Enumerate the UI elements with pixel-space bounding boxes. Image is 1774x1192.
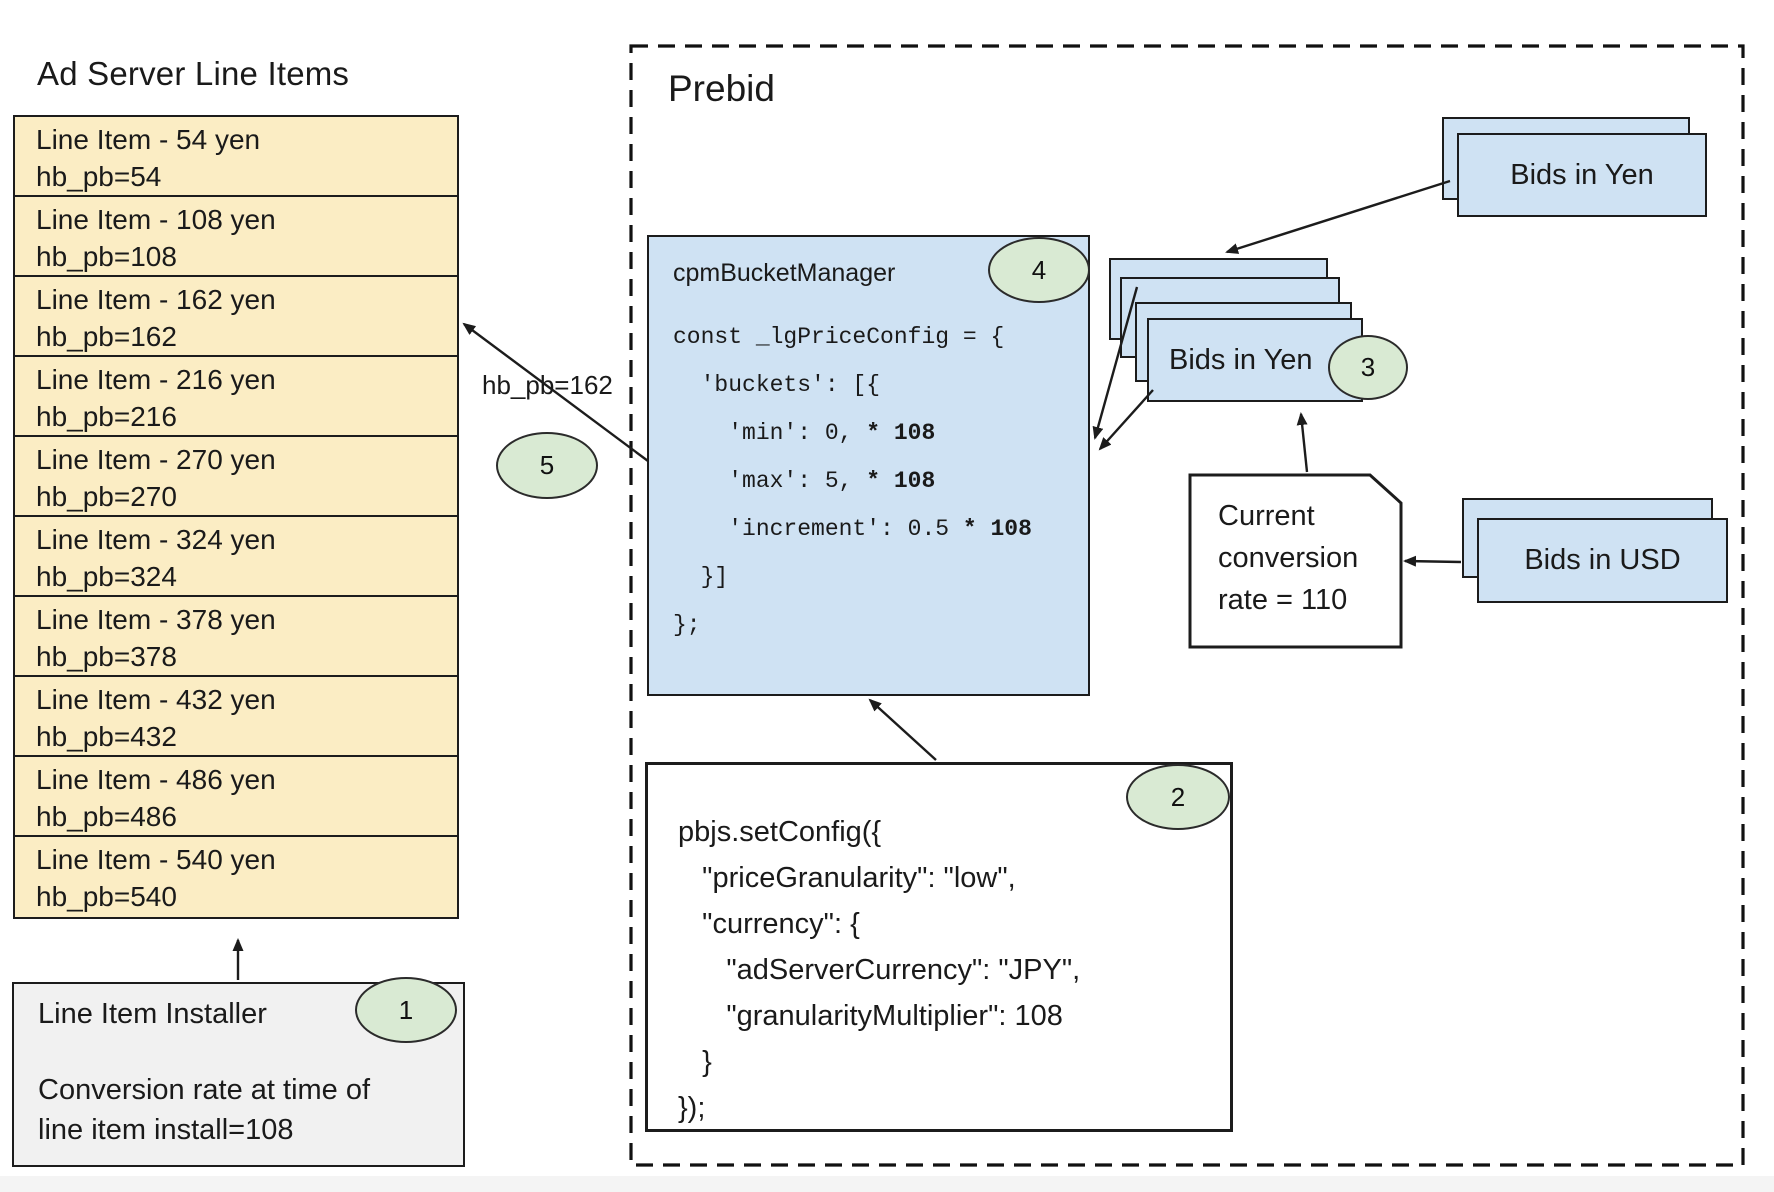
- line-item-text: hb_pb=54: [36, 161, 162, 192]
- line-item-text: Line Item - 378 yen: [36, 604, 276, 635]
- line-item-text: hb_pb=540: [36, 881, 177, 912]
- step-badge-1: 1: [355, 977, 457, 1043]
- line-item-text: Line Item - 162 yen: [36, 284, 276, 315]
- cpm-code-line: 'increment': 0.5 * 108: [673, 516, 1032, 542]
- line-item-text: Line Item - 216 yen: [36, 364, 276, 395]
- arrow-usd-to-note: [1403, 555, 1462, 567]
- line-item-text: Line Item - 270 yen: [36, 444, 276, 475]
- line-item-text: Line Item - 432 yen: [36, 684, 276, 715]
- ad-server-title: Ad Server Line Items: [37, 55, 350, 92]
- cpm-code-line: }]: [673, 564, 729, 590]
- arrow-stack-to-cpm-2: [1098, 389, 1154, 451]
- bids-in-usd-card: Bids in USD: [1477, 518, 1728, 603]
- installer-note: Conversion rate at time of line item ins…: [38, 1074, 371, 1146]
- step-badge-4: 4: [988, 237, 1090, 303]
- conversion-rate-note: Current conversion rate = 110: [1188, 473, 1403, 649]
- line-item-row: Line Item - 270 yen hb_pb=270: [15, 437, 457, 517]
- line-item-text: Line Item - 540 yen: [36, 844, 276, 875]
- cpm-code-line: 'max': 5, * 108: [673, 468, 936, 494]
- prebid-title: Prebid: [668, 68, 775, 109]
- step-badge-2: 2: [1126, 764, 1230, 830]
- cpm-code-line: };: [673, 612, 701, 638]
- pbjs-code-line: });: [678, 1092, 706, 1124]
- arrow-pbjs-to-cpm: [868, 698, 937, 761]
- pbjs-code-line: "adServerCurrency": "JPY",: [678, 954, 1081, 986]
- hb-pb-162-label: hb_pb=162: [482, 370, 613, 400]
- line-item-row: Line Item - 486 yen hb_pb=486: [15, 757, 457, 837]
- arrow-note-to-stack: [1296, 412, 1309, 473]
- pbjs-code-line: "priceGranularity": "low",: [678, 862, 1016, 894]
- line-item-row: Line Item - 378 yen hb_pb=378: [15, 597, 457, 677]
- line-item-row: Line Item - 216 yen hb_pb=216: [15, 357, 457, 437]
- line-item-row: Line Item - 108 yen hb_pb=108: [15, 197, 457, 277]
- line-item-text: hb_pb=432: [36, 721, 177, 752]
- line-item-text: Line Item - 108 yen: [36, 204, 276, 235]
- pbjs-code-line: "granularityMultiplier": 108: [678, 1000, 1063, 1032]
- line-item-text: Line Item - 324 yen: [36, 524, 276, 555]
- installer-title: Line Item Installer: [38, 998, 267, 1030]
- line-item-row: Line Item - 162 yen hb_pb=162: [15, 277, 457, 357]
- page-bottom-strip: [0, 1176, 1774, 1192]
- line-item-text: hb_pb=486: [36, 801, 177, 832]
- cpm-bucket-manager-box: cpmBucketManager const _lgPriceConfig = …: [647, 235, 1090, 696]
- cpm-code: const _lgPriceConfig = { 'buckets': [{ '…: [673, 313, 1032, 649]
- cpm-code-line: 'buckets': [{: [673, 372, 881, 398]
- step-badge-5: 5: [496, 432, 598, 499]
- line-item-text: hb_pb=108: [36, 241, 177, 272]
- pbjs-code-line: "currency": {: [678, 908, 860, 940]
- line-item-text: Line Item - 486 yen: [36, 764, 276, 795]
- line-item-row: Line Item - 54 yen hb_pb=54: [15, 117, 457, 197]
- conversion-rate-text: Current conversion rate = 110: [1218, 500, 1359, 616]
- line-item-text: Line Item - 54 yen: [36, 124, 261, 155]
- cpm-title: cpmBucketManager: [673, 259, 896, 287]
- line-item-text: hb_pb=162: [36, 321, 177, 352]
- line-item-row: Line Item - 432 yen hb_pb=432: [15, 677, 457, 757]
- bids-in-yen-top-card: Bids in Yen: [1457, 133, 1707, 217]
- line-item-text: hb_pb=324: [36, 561, 177, 592]
- pbjs-code: pbjs.setConfig({ "priceGranularity": "lo…: [678, 809, 1080, 1131]
- line-item-row: Line Item - 540 yen hb_pb=540: [15, 837, 457, 917]
- step-badge-3: 3: [1328, 335, 1408, 400]
- cpm-code-line: const _lgPriceConfig = {: [673, 324, 1005, 350]
- line-item-text: hb_pb=216: [36, 401, 177, 432]
- arrow-yen-top-to-stack: [1225, 179, 1451, 254]
- line-item-text: hb_pb=378: [36, 641, 177, 672]
- pbjs-code-line: pbjs.setConfig({: [678, 816, 882, 848]
- line-item-row: Line Item - 324 yen hb_pb=324: [15, 517, 457, 597]
- pbjs-code-line: }: [678, 1046, 712, 1078]
- line-item-text: hb_pb=270: [36, 481, 177, 512]
- cpm-code-line: 'min': 0, * 108: [673, 420, 936, 446]
